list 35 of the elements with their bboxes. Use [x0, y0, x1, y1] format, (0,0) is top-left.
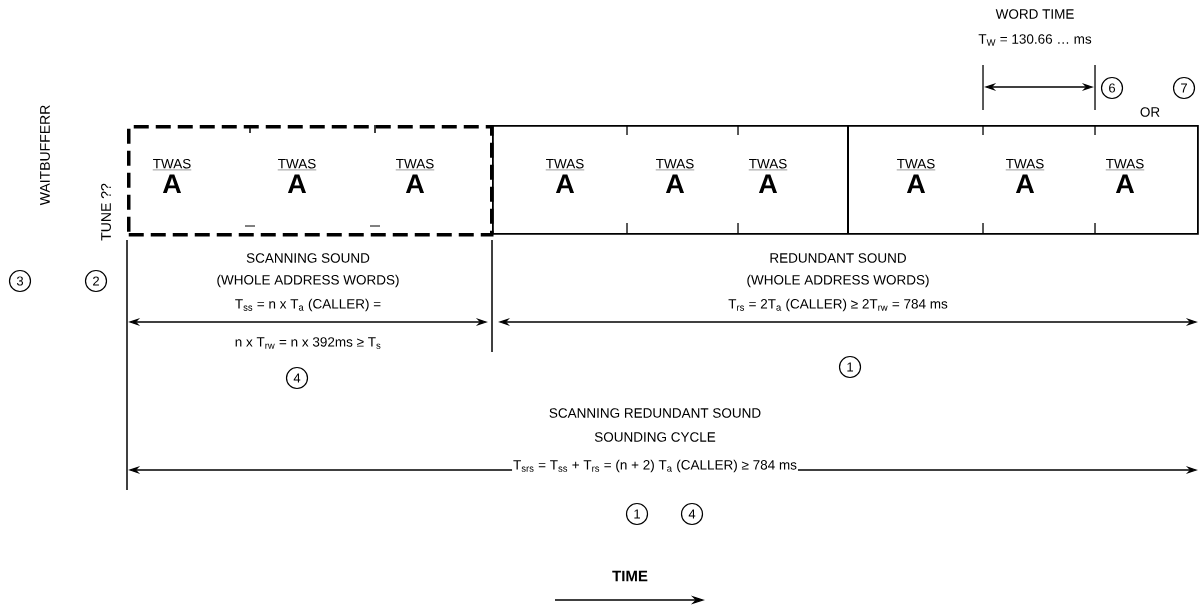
callout-number: 4 [285, 366, 309, 390]
callout-number: 3 [8, 269, 32, 293]
frame-box [127, 125, 494, 237]
word-cell: TWAS A [1005, 158, 1045, 194]
word-cell: TWAS A [896, 158, 936, 194]
word-cell: TWAS A [748, 158, 788, 194]
word-cell: TWAS A [545, 158, 585, 194]
rotated-label: WAITBUFFERR [40, 105, 50, 206]
section-heading: SCANNING REDUNDANT SOUND [547, 407, 763, 419]
word-cell: TWAS A [277, 158, 317, 194]
frame-box [492, 125, 1199, 235]
section-heading: (WHOLE ADDRESS WORDS) [745, 273, 931, 289]
formula-text: n x T$_{rw}$ = n x 392ms ≥ T$_{s}$ [233, 336, 383, 350]
callout-number: 6 [1100, 76, 1124, 100]
section-heading: SCANNING SOUND [245, 252, 371, 264]
rotated-label: TUNE ?? [101, 183, 111, 241]
section-heading: (WHOLE ADDRESS WORDS) [215, 273, 401, 289]
word-cell: TWAS A [1105, 158, 1145, 194]
callout-number: 7 [1172, 76, 1196, 100]
callout-number: 2 [84, 269, 108, 293]
formula-text: T$_{rs}$ = 2T$_{a}$ (CALLER) ≥ 2T$_{rw}$ = 784 ms [727, 297, 949, 313]
callout-number: 1 [838, 355, 862, 379]
formula-text: T$_{ss}$ = n x T$_{a}$ (CALLER) = [233, 297, 383, 313]
section-heading: REDUNDANT SOUND [768, 252, 908, 264]
word-cell: TWAS A [152, 158, 192, 194]
callout-number: 4 [680, 502, 704, 526]
formula-text: T$_{W}$ = 130.66 … ms [977, 33, 1093, 47]
formula-text: T$_{srs}$ = T$_{ss}$ + T$_{rs}$ = (n + 2) T$_{a}$ (CALLER) ≥ 784 ms [512, 458, 798, 474]
callout-number: 1 [625, 502, 649, 526]
or-text: OR [1138, 106, 1162, 118]
word-cell: TWAS A [395, 158, 435, 194]
section-heading: SOUNDING CYCLE [593, 431, 717, 443]
axis-label: TIME [612, 570, 648, 582]
dimension-label: WORD TIME [994, 8, 1076, 20]
word-cell: TWAS A [655, 158, 695, 194]
